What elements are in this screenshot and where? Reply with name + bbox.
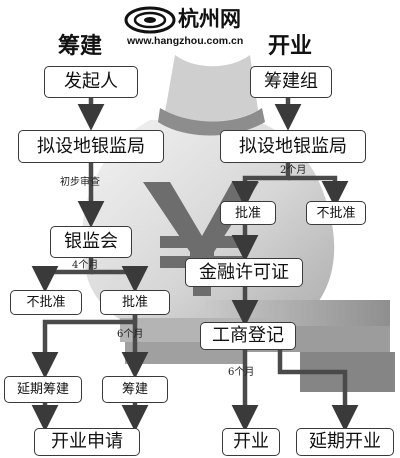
node-approved-left: 批准 xyxy=(100,290,170,315)
header-preparation: 筹建 xyxy=(58,34,103,59)
logo-url: www.hangzhou.com.cn xyxy=(127,35,244,47)
node-approved-right: 批准 xyxy=(220,201,276,225)
node-preparation-group: 筹建组 xyxy=(250,66,332,98)
node-rejected-right: 不批准 xyxy=(306,201,366,225)
label-preliminary-review: 初步审查 xyxy=(60,177,100,188)
node-extend-opening: 延期开业 xyxy=(296,428,394,456)
node-business-registration: 工商登记 xyxy=(200,322,296,350)
bag-tie xyxy=(158,108,265,136)
node-open: 开业 xyxy=(222,428,280,456)
label-6-months-left: 6个月 xyxy=(117,329,144,340)
node-cbrc: 银监会 xyxy=(50,226,132,258)
node-financial-license: 金融许可证 xyxy=(185,258,303,287)
node-rejected-left: 不批准 xyxy=(10,290,82,315)
node-local-regulator-right: 拟设地银监局 xyxy=(220,130,366,163)
node-initiator: 发起人 xyxy=(44,66,138,98)
bag-neck xyxy=(165,55,258,122)
node-extend-preparation: 延期筹建 xyxy=(4,376,82,403)
header-opening: 开业 xyxy=(268,34,313,59)
label-2-months: 2个月 xyxy=(280,165,307,176)
logo-site-name: 杭州网 xyxy=(178,7,241,31)
label-4-months: 4个月 xyxy=(72,260,99,271)
label-6-months-right: 6个月 xyxy=(228,367,255,378)
node-opening-application: 开业申请 xyxy=(34,428,140,456)
node-local-regulator: 拟设地银监局 xyxy=(18,130,164,163)
node-preparation: 筹建 xyxy=(102,376,168,403)
